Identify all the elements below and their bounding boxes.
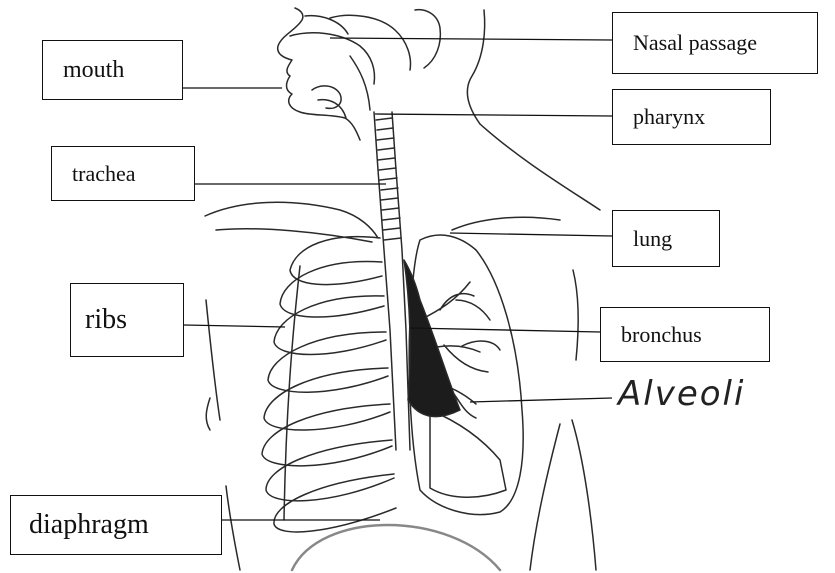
left-lung-drawing — [404, 260, 460, 417]
rib-cage — [216, 229, 396, 532]
label-diaphragm-text: diaphragm — [29, 509, 149, 541]
torso-outline — [205, 202, 596, 570]
label-ribs: ribs — [70, 283, 184, 357]
label-mouth-text: mouth — [63, 57, 124, 84]
label-trachea-text: trachea — [72, 161, 136, 187]
label-diaphragm: diaphragm — [10, 495, 222, 555]
leader-alveoli — [470, 398, 612, 402]
leader-lung — [450, 233, 612, 236]
leader-pharynx — [375, 114, 612, 116]
leader-nasal — [330, 38, 612, 40]
label-nasal-passage: Nasal passage — [612, 12, 818, 74]
diaphragm-arc — [292, 525, 500, 570]
label-nasal-passage-text: Nasal passage — [633, 30, 757, 56]
label-ribs-text: ribs — [85, 304, 127, 336]
label-pharynx: pharynx — [612, 89, 771, 145]
label-alveoli-handwritten: Alveoli — [618, 374, 745, 414]
label-trachea: trachea — [51, 146, 195, 201]
leader-bronchus — [410, 328, 600, 332]
label-lung: lung — [612, 210, 720, 267]
leader-ribs — [184, 325, 285, 327]
label-bronchus-text: bronchus — [621, 322, 702, 348]
label-bronchus: bronchus — [600, 307, 770, 362]
label-mouth: mouth — [42, 40, 183, 100]
airway-drawing — [374, 112, 410, 450]
label-pharynx-text: pharynx — [633, 104, 705, 130]
label-lung-text: lung — [633, 226, 672, 252]
